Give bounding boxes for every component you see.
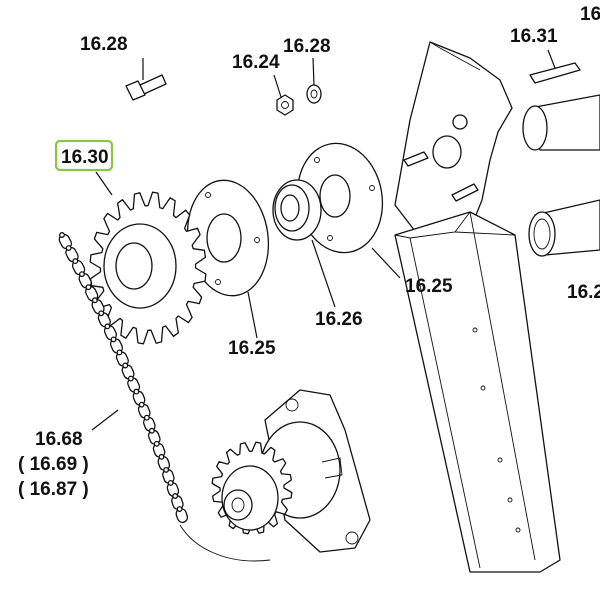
highlight-box xyxy=(54,139,114,172)
leader-lines xyxy=(91,49,556,431)
chain-pin xyxy=(59,232,65,238)
upper-shaft xyxy=(522,94,600,151)
chain-pin xyxy=(148,427,155,434)
label-16-26: 16.26 xyxy=(315,309,363,330)
chain-pin xyxy=(127,375,134,382)
bearing-part xyxy=(272,179,322,241)
washer-part xyxy=(306,84,322,104)
roller-chain xyxy=(58,232,189,524)
chain-pin xyxy=(133,388,140,395)
label-16-cut: 16 xyxy=(580,4,600,25)
label-16-68: 16.68 xyxy=(35,429,83,450)
label-16-31: 16.31 xyxy=(510,26,558,47)
label-16-87: ( 16.87 ) xyxy=(18,479,89,500)
left-flange-plate xyxy=(186,179,270,297)
chain-pin xyxy=(98,310,105,317)
chain-lower-loop xyxy=(179,524,271,562)
chain-pin xyxy=(167,480,174,486)
chain-pin xyxy=(72,258,79,265)
chain-pin xyxy=(176,506,183,512)
chain-pin xyxy=(85,284,92,291)
callout-labels: 16.28 16.24 16.28 16.31 16 16.30 16.25 1… xyxy=(18,4,600,500)
chain-pin xyxy=(158,453,165,460)
key-part xyxy=(529,62,581,84)
lower-shaft xyxy=(528,199,600,257)
label-16-30: 16.30 xyxy=(61,147,109,168)
chain-pin xyxy=(163,466,170,473)
large-sprocket xyxy=(89,191,207,345)
label-16-2-cut: 16.2 xyxy=(567,282,600,303)
chain-pin xyxy=(143,414,150,421)
label-16-69: ( 16.69 ) xyxy=(18,454,89,475)
chain-pin xyxy=(91,297,98,304)
chain-pin xyxy=(110,336,117,343)
small-sprocket xyxy=(211,441,293,535)
chain-pin xyxy=(138,401,145,408)
label-16-24: 16.24 xyxy=(232,52,280,73)
frame-plate xyxy=(394,41,513,236)
label-16-28-washer: 16.28 xyxy=(283,36,331,57)
chain-pin xyxy=(65,245,72,251)
chain-pin xyxy=(172,493,179,499)
nut-part xyxy=(276,94,294,116)
chain-pin xyxy=(153,440,160,447)
chain-pin xyxy=(122,362,129,369)
chain-pin xyxy=(104,323,111,330)
chain-pin xyxy=(78,271,85,278)
label-16-25-left: 16.25 xyxy=(228,338,276,359)
label-16-25-right: 16.25 xyxy=(405,276,453,297)
right-flange-plate xyxy=(296,142,384,254)
bracket-channel xyxy=(394,211,561,573)
label-16-28-bolt: 16.28 xyxy=(80,34,128,55)
chain-pin xyxy=(116,349,123,356)
bolt-part xyxy=(125,74,167,101)
